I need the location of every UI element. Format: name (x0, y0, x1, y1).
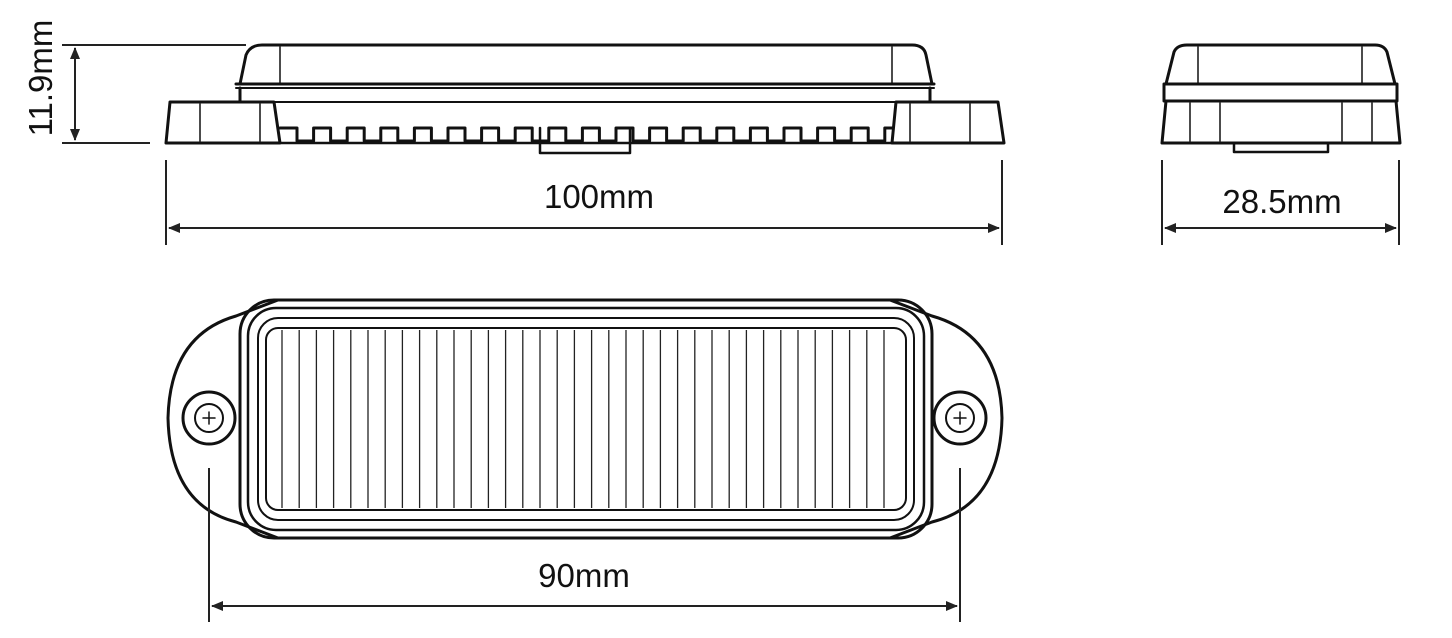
length-dimension: 100mm (165, 160, 1003, 245)
end-view (1160, 43, 1402, 154)
width-dimension: 28.5mm (1161, 160, 1400, 245)
height-dimension: 11.9mm (22, 20, 246, 144)
hole-spacing-label: 90mm (538, 557, 630, 594)
top-view (166, 298, 1004, 540)
mounting-hole-left (181, 390, 237, 446)
hole-spacing-dimension: 90mm (208, 468, 961, 622)
height-label: 11.9mm (22, 20, 59, 137)
width-label: 28.5mm (1222, 183, 1341, 220)
side-view (164, 43, 1006, 155)
mounting-hole-right (932, 390, 988, 446)
lens-ribs (281, 330, 885, 508)
length-label: 100mm (544, 178, 654, 215)
